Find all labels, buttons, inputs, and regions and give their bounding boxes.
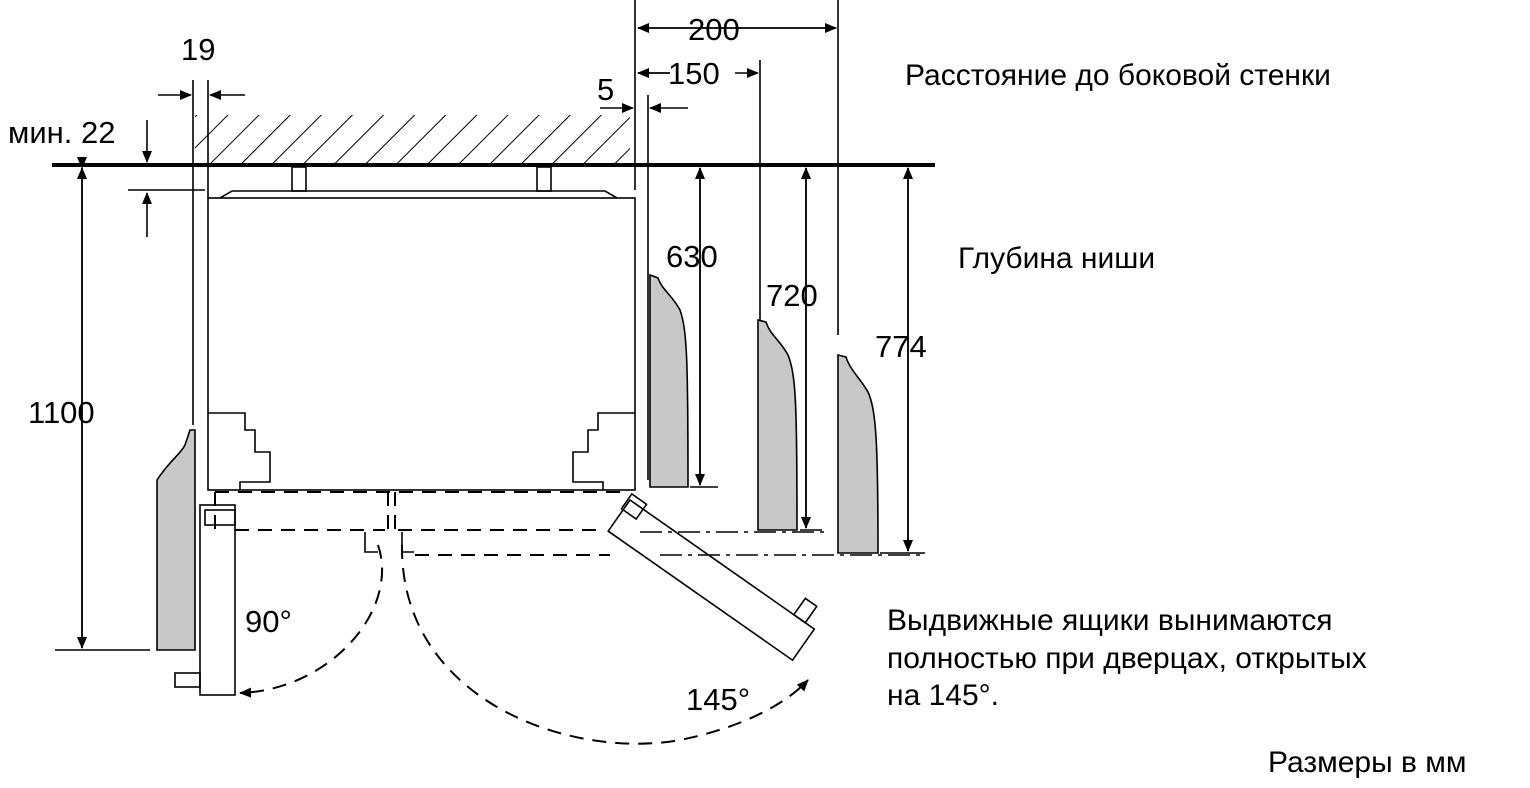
dim-min-22: мин. 22 <box>8 115 115 150</box>
refrigerator-body <box>207 197 636 491</box>
note-line-1: Выдвижные ящики вынимаются <box>887 604 1333 637</box>
arc-90 <box>239 544 384 698</box>
cabinet-720 <box>757 318 798 531</box>
label-side-wall-distance: Расстояние до боковой стенки <box>905 59 1331 92</box>
hinge-right <box>572 412 635 490</box>
arc-145 <box>400 544 809 745</box>
dim-720: 720 <box>766 278 818 313</box>
dim-200: 200 <box>688 12 740 47</box>
dim-19: 19 <box>181 32 215 67</box>
spacer-right <box>536 166 552 192</box>
cabinet-774 <box>837 353 879 554</box>
cabinet-left <box>156 429 196 651</box>
label-units: Размеры в мм <box>1268 746 1467 779</box>
extension-lines <box>55 0 925 651</box>
dim-150: 150 <box>668 56 720 91</box>
note-line-2: полностью при дверцах, открытых <box>887 642 1367 675</box>
dim-1100: 1100 <box>28 395 95 430</box>
dim-630: 630 <box>666 239 718 274</box>
left-door-open-90 <box>199 504 236 696</box>
angle-90: 90° <box>245 604 292 639</box>
dim-5: 5 <box>597 72 614 107</box>
cabinet-630 <box>649 273 689 488</box>
closed-doors-outline <box>214 491 625 556</box>
rear-wall-hatching <box>195 115 630 163</box>
top-plate <box>219 190 618 199</box>
left-door-handle <box>174 672 201 688</box>
note-line-3: на 145°. <box>887 679 999 712</box>
dim-774: 774 <box>875 329 927 364</box>
right-door-open-145 <box>607 492 818 662</box>
spacer-left <box>291 166 307 192</box>
angle-145: 145° <box>686 682 750 717</box>
dimension-arrows <box>77 23 913 649</box>
left-door-hinge <box>204 509 236 526</box>
hinge-left <box>208 412 271 490</box>
handle-marks <box>364 532 414 553</box>
label-niche-depth: Глубина ниши <box>958 242 1155 275</box>
